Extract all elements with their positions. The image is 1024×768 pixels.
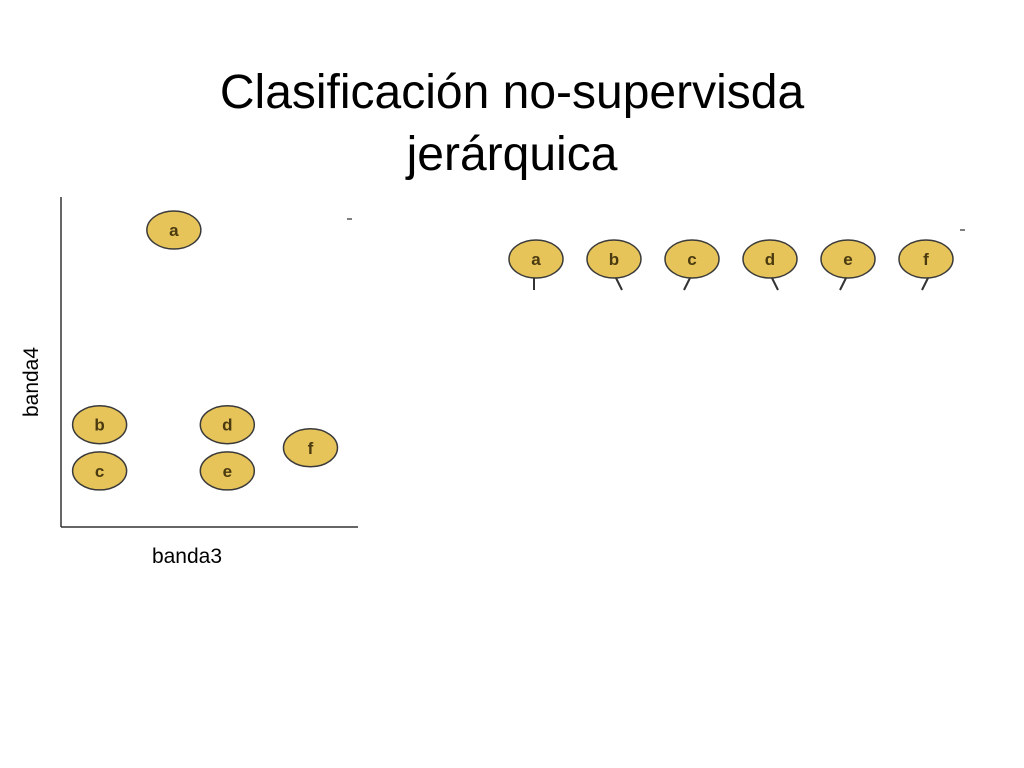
scatter-point-f: f — [282, 428, 339, 468]
dendrogram-branch-e — [839, 277, 847, 291]
dendrogram-leaf-b: b — [586, 239, 642, 279]
scatter-point-e-label: e — [223, 462, 232, 481]
dendrogram-leaf-b-label: b — [609, 250, 619, 269]
scatter-points: a b c d e f — [71, 210, 339, 491]
dendrogram-leaf-a-label: a — [531, 250, 541, 269]
dendrogram-leaf-a-circle — [508, 239, 564, 279]
dendrogram-leaves: a b c d e f — [508, 239, 954, 291]
scatter-point-b-label: b — [94, 416, 104, 435]
dendrogram-branch-c — [683, 277, 691, 291]
dendrogram-leaf-f: f — [898, 239, 954, 279]
dendrogram-branch-f — [921, 277, 929, 291]
dendrogram-leaf-c: c — [664, 239, 720, 279]
dendrogram-leaf-b-circle — [586, 239, 642, 279]
scatter-point-b-circle — [71, 404, 128, 445]
dendrogram-branch-d — [771, 277, 779, 291]
title-line-2: jerárquica — [406, 128, 618, 182]
scatter-point-f-label: f — [308, 439, 314, 458]
dendrogram-leaf-e-circle — [820, 239, 876, 279]
scatter-point-d: d — [199, 404, 256, 445]
scatter-point-e-circle — [199, 451, 256, 491]
x-axis-label: banda3 — [152, 545, 222, 568]
dendrogram-leaf-e-label: e — [843, 250, 852, 269]
slide-title: Clasificación no-supervisda jerárquica — [0, 62, 1024, 186]
dendrogram-leaf-d: d — [742, 239, 798, 279]
scatter-point-b: b — [71, 404, 128, 445]
scatter-point-d-circle — [199, 404, 256, 445]
scatter-point-a-label: a — [169, 221, 179, 240]
scatter-point-d-label: d — [222, 416, 232, 435]
y-axis-label: banda4 — [20, 347, 43, 417]
scatter-point-f-circle — [282, 428, 339, 468]
dendrogram-leaf-d-label: d — [765, 250, 775, 269]
dendrogram-leaf-f-label: f — [923, 250, 929, 269]
scatter-point-c-label: c — [95, 462, 104, 481]
dendrogram-leaf-e: e — [820, 239, 876, 279]
title-line-1: Clasificación no-supervisda — [219, 66, 805, 120]
dendrogram-leaf-c-label: c — [687, 250, 696, 269]
dendrogram-leaf-f-circle — [898, 239, 954, 279]
scatter-point-c-circle — [71, 451, 128, 491]
dendrogram-leaf-a: a — [508, 239, 564, 279]
scatter-point-a-circle — [146, 210, 202, 250]
dendrogram-branch-b — [615, 277, 623, 291]
dendrogram-leaf-d-circle — [742, 239, 798, 279]
scatter-point-a: a — [146, 210, 202, 250]
scatter-point-e: e — [199, 451, 256, 491]
dendrogram-leaf-c-circle — [664, 239, 720, 279]
scatter-point-c: c — [71, 451, 128, 491]
